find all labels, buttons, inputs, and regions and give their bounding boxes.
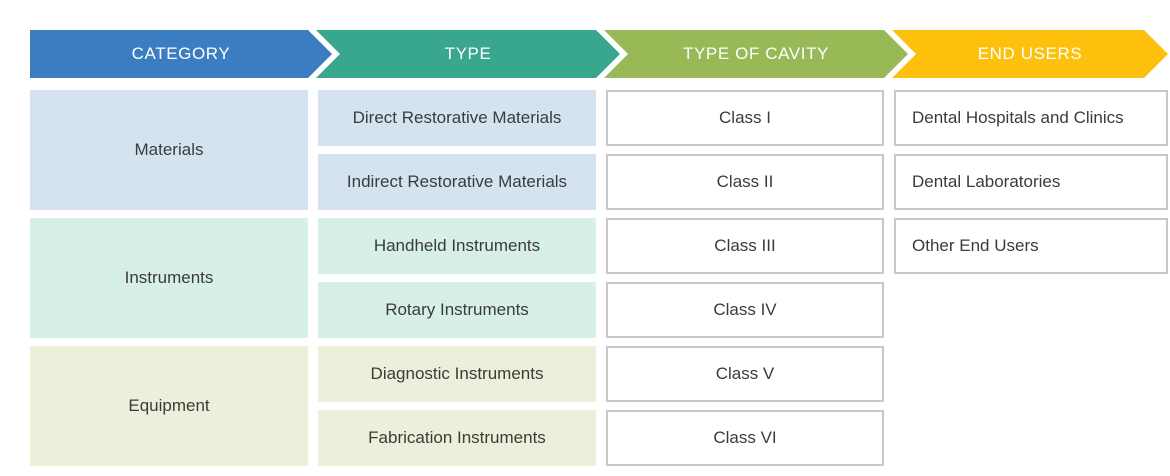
category-cell-instruments: Instruments xyxy=(30,218,308,338)
cavity-cell-class-3: Class III xyxy=(606,218,884,274)
cavity-cell-class-1: Class I xyxy=(606,90,884,146)
type-label: Direct Restorative Materials xyxy=(352,108,562,127)
header-label-type-of-cavity: TYPE OF CAVITY xyxy=(683,44,829,63)
cavity-label: Class IV xyxy=(713,300,777,319)
type-cell-fabrication-instruments: Fabrication Instruments xyxy=(318,410,596,466)
type-label: Rotary Instruments xyxy=(385,300,529,319)
header-arrow-type: TYPE xyxy=(316,30,620,78)
type-cell-direct-restorative-materials: Direct Restorative Materials xyxy=(318,90,596,146)
cavity-cell-class-5: Class V xyxy=(606,346,884,402)
category-cell-equipment: Equipment xyxy=(30,346,308,466)
segmentation-table: Materials Instruments Equipment Direct R… xyxy=(30,90,1168,466)
end-user-cell-dental-laboratories: Dental Laboratories xyxy=(894,154,1168,210)
end-user-label: Dental Laboratories xyxy=(912,172,1061,192)
type-label: Indirect Restorative Materials xyxy=(346,172,568,191)
category-label: Materials xyxy=(134,140,204,159)
header-arrow-end-users: END USERS xyxy=(892,30,1168,78)
end-user-label: Other End Users xyxy=(912,236,1039,256)
header-arrow-type-of-cavity: TYPE OF CAVITY xyxy=(604,30,908,78)
cavity-label: Class VI xyxy=(713,428,777,447)
type-cell-handheld-instruments: Handheld Instruments xyxy=(318,218,596,274)
type-cell-indirect-restorative-materials: Indirect Restorative Materials xyxy=(318,154,596,210)
type-label: Diagnostic Instruments xyxy=(370,364,544,383)
header-label-category: CATEGORY xyxy=(131,44,231,63)
end-user-cell-other-end-users: Other End Users xyxy=(894,218,1168,274)
header-arrow-category: CATEGORY xyxy=(30,30,332,78)
type-label: Handheld Instruments xyxy=(373,236,541,255)
cavity-label: Class V xyxy=(715,364,775,383)
cavity-cell-class-4: Class IV xyxy=(606,282,884,338)
header-row: CATEGORY TYPE TYPE OF CAVITY END USERS xyxy=(0,30,1170,78)
category-label: Equipment xyxy=(128,396,210,415)
cavity-label: Class I xyxy=(719,108,771,127)
end-user-label: Dental Hospitals and Clinics xyxy=(912,108,1124,128)
cavity-label: Class II xyxy=(716,172,774,191)
end-user-cell-dental-hospitals-clinics: Dental Hospitals and Clinics xyxy=(894,90,1168,146)
type-cell-rotary-instruments: Rotary Instruments xyxy=(318,282,596,338)
header-label-end-users: END USERS xyxy=(977,44,1083,63)
type-cell-diagnostic-instruments: Diagnostic Instruments xyxy=(318,346,596,402)
cavity-cell-class-6: Class VI xyxy=(606,410,884,466)
cavity-label: Class III xyxy=(714,236,776,255)
type-label: Fabrication Instruments xyxy=(368,428,546,447)
category-label: Instruments xyxy=(124,268,214,287)
cavity-cell-class-2: Class II xyxy=(606,154,884,210)
category-cell-materials: Materials xyxy=(30,90,308,210)
header-label-type: TYPE xyxy=(444,44,492,63)
